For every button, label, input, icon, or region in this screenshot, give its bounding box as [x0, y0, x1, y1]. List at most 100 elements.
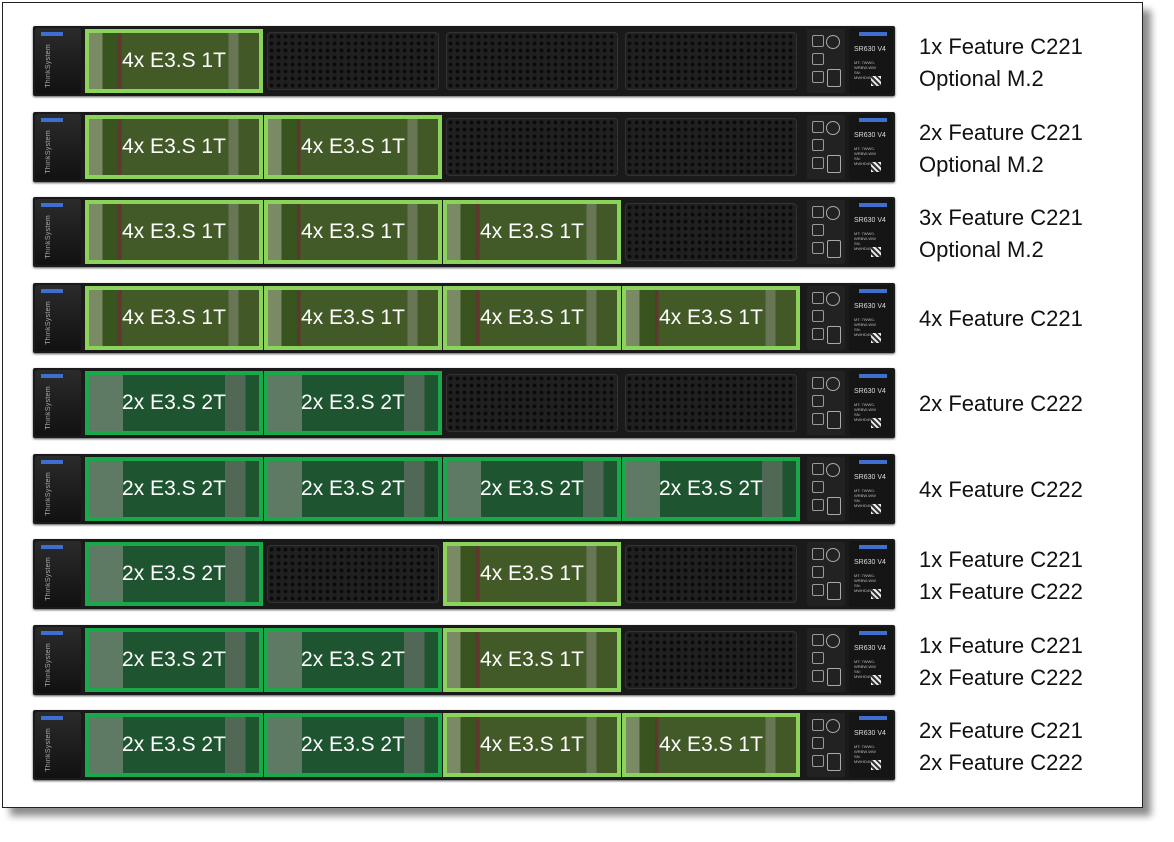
- power-button-icon[interactable]: [826, 377, 840, 391]
- left-rack-ear: ThinkSystem: [35, 712, 81, 778]
- power-button-icon[interactable]: [826, 719, 840, 733]
- led-strip: [41, 288, 63, 293]
- panel-button[interactable]: [812, 395, 824, 407]
- panel-button[interactable]: [812, 462, 824, 475]
- panel-button[interactable]: [812, 719, 824, 731]
- drive-bay-label: 4x E3.S 1T: [480, 562, 584, 585]
- drive-bay-e3s-1t[interactable]: 4x E3.S 1T: [264, 285, 442, 350]
- front-control-panel: [807, 713, 845, 777]
- usb-port-icon[interactable]: [827, 667, 841, 686]
- led-strip: [859, 32, 887, 36]
- drive-bay-e3s-1t[interactable]: 4x E3.S 1T: [622, 713, 800, 777]
- drive-bay-e3s-2t[interactable]: 2x E3.S 2T: [264, 627, 442, 692]
- power-button-icon[interactable]: [826, 206, 840, 220]
- drive-bay-e3s-1t[interactable]: 4x E3.S 1T: [264, 200, 442, 264]
- drive-bay-e3s-2t[interactable]: 2x E3.S 2T: [85, 542, 263, 606]
- drive-bay-e3s-2t[interactable]: 2x E3.S 2T: [85, 627, 263, 692]
- led-strip: [41, 630, 63, 635]
- drive-bay-label: 2x E3.S 2T: [301, 733, 405, 756]
- usb-port-icon[interactable]: [827, 753, 841, 771]
- led-strip: [859, 288, 887, 293]
- blank-bay-filler: [267, 545, 439, 603]
- drive-bay-label: 2x E3.S 2T: [122, 391, 226, 414]
- drive-bay-e3s-1t[interactable]: 4x E3.S 1T: [85, 114, 263, 179]
- drive-bay-e3s-1t[interactable]: 4x E3.S 1T: [443, 200, 621, 264]
- serial-label: MT: 7WW0-WRBW-WW SN: MWHD4WRB: [854, 744, 879, 764]
- panel-button[interactable]: [812, 413, 824, 425]
- drive-bay-e3s-1t[interactable]: 4x E3.S 1T: [443, 542, 621, 606]
- drive-bay-e3s-2t[interactable]: 2x E3.S 2T: [622, 456, 800, 521]
- drive-bay-e3s-2t[interactable]: 2x E3.S 2T: [85, 456, 263, 521]
- panel-button[interactable]: [812, 120, 824, 133]
- power-button-icon[interactable]: [826, 120, 840, 135]
- drive-bay-e3s-2t[interactable]: 2x E3.S 2T: [264, 371, 442, 435]
- drive-bay-e3s-1t[interactable]: 4x E3.S 1T: [85, 285, 263, 350]
- panel-button[interactable]: [812, 377, 824, 389]
- power-button-icon[interactable]: [826, 291, 840, 306]
- power-button-icon[interactable]: [826, 462, 840, 477]
- usb-port-icon[interactable]: [827, 69, 841, 87]
- qr-code-icon: [871, 674, 881, 685]
- power-button-icon[interactable]: [826, 35, 840, 49]
- drive-bay-e3s-1t[interactable]: 4x E3.S 1T: [85, 200, 263, 264]
- drive-bay-e3s-2t[interactable]: 2x E3.S 2T: [264, 713, 442, 777]
- panel-button[interactable]: [812, 53, 824, 65]
- panel-button[interactable]: [812, 548, 824, 560]
- model-label: SR630 V4: [854, 559, 886, 566]
- usb-port-icon[interactable]: [827, 240, 841, 258]
- left-rack-ear: ThinkSystem: [35, 626, 81, 693]
- drive-bay-e3s-1t[interactable]: 4x E3.S 1T: [622, 285, 800, 350]
- panel-button[interactable]: [812, 755, 824, 767]
- usb-port-icon[interactable]: [827, 154, 841, 173]
- blank-bay-filler: [625, 32, 797, 90]
- drive-bay-label: 2x E3.S 2T: [480, 476, 584, 500]
- panel-button[interactable]: [812, 156, 824, 169]
- drive-bay-e3s-1t[interactable]: 4x E3.S 1T: [443, 285, 621, 350]
- description-line: 4x Feature C221: [919, 305, 1083, 331]
- panel-button[interactable]: [812, 71, 824, 83]
- drive-bay-e3s-1t[interactable]: 4x E3.S 1T: [443, 713, 621, 777]
- drive-bay-e3s-1t[interactable]: 4x E3.S 1T: [264, 114, 442, 179]
- panel-button[interactable]: [812, 737, 824, 749]
- brand-logo: ThinkSystem: [45, 44, 52, 88]
- power-button-icon[interactable]: [826, 548, 840, 562]
- panel-button[interactable]: [812, 309, 824, 322]
- usb-port-icon[interactable]: [827, 582, 841, 600]
- panel-button[interactable]: [812, 327, 824, 340]
- panel-button[interactable]: [812, 584, 824, 596]
- drive-bay-e3s-2t[interactable]: 2x E3.S 2T: [264, 456, 442, 521]
- panel-button[interactable]: [812, 480, 824, 493]
- panel-button[interactable]: [812, 206, 824, 218]
- drive-bay-e3s-2t[interactable]: 2x E3.S 2T: [85, 371, 263, 435]
- drive-bay-e3s-1t[interactable]: 4x E3.S 1T: [443, 627, 621, 692]
- drive-bay-e3s-2t[interactable]: 2x E3.S 2T: [85, 713, 263, 777]
- drive-bay-label: 2x E3.S 2T: [659, 476, 763, 500]
- brand-logo: ThinkSystem: [45, 215, 52, 259]
- panel-button[interactable]: [812, 138, 824, 151]
- panel-button[interactable]: [812, 224, 824, 236]
- panel-button[interactable]: [812, 633, 824, 646]
- usb-port-icon[interactable]: [827, 325, 841, 344]
- panel-button[interactable]: [812, 566, 824, 578]
- drive-bay-e3s-1t[interactable]: 4x E3.S 1T: [85, 29, 263, 93]
- usb-port-icon[interactable]: [827, 496, 841, 515]
- panel-button[interactable]: [812, 651, 824, 664]
- drive-bay-e3s-2t[interactable]: 2x E3.S 2T: [443, 456, 621, 521]
- blank-bay-filler: [267, 32, 439, 90]
- panel-button[interactable]: [812, 498, 824, 511]
- panel-button[interactable]: [812, 242, 824, 254]
- panel-button[interactable]: [812, 35, 824, 47]
- drive-bay-label: 4x E3.S 1T: [301, 305, 405, 329]
- panel-button[interactable]: [812, 669, 824, 682]
- qr-code-icon: [871, 418, 881, 428]
- panel-button[interactable]: [812, 291, 824, 304]
- power-button-icon[interactable]: [826, 633, 840, 648]
- usb-port-icon[interactable]: [827, 411, 841, 429]
